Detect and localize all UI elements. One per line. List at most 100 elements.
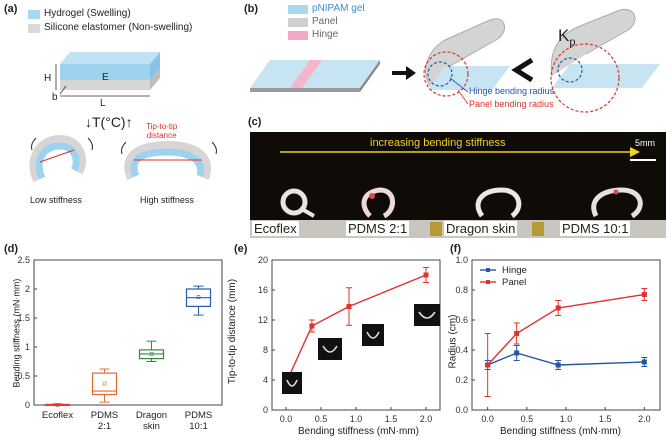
tip-distance-label: Tip-to-tip distance — [146, 122, 178, 140]
data-point — [641, 292, 647, 297]
y-tick-label: 1.0 — [455, 255, 468, 265]
low-stiffness-label: Low stiffness — [30, 195, 82, 205]
y-tick-label: 20 — [258, 255, 268, 265]
y-tick-label: 1 — [25, 342, 30, 352]
series-line — [487, 352, 645, 366]
xlabel-e: Bending stiffness (mN·mm) — [298, 426, 419, 437]
scale-bar-label: 5mm — [635, 138, 655, 148]
hinge-diagram — [250, 8, 660, 113]
box-mean — [55, 403, 60, 407]
inset-specimen — [418, 311, 436, 319]
temperature-label: ↓T(°C)↑ — [85, 114, 133, 130]
data-point — [555, 362, 561, 368]
dim-b: b — [52, 92, 58, 103]
hinge-radius-label: Hinge bending radius — [469, 86, 555, 96]
legend-silicone-swatch — [28, 24, 40, 33]
inset-specimen — [286, 379, 298, 387]
legend-hinge-swatch — [288, 31, 308, 40]
panel-radius-label: Panel bending radius — [469, 99, 554, 109]
data-point — [346, 304, 352, 309]
data-point — [423, 272, 429, 278]
kp-label: Kp — [558, 26, 575, 48]
box-mean — [196, 295, 201, 299]
panel-b: (b) pNIPAM gel Panel Hinge Kp Hinge bend… — [240, 0, 668, 115]
legend-label: Panel — [502, 277, 526, 288]
x-tick-label: 1.5 — [599, 414, 612, 424]
inset-specimen — [322, 345, 338, 353]
x-category-label: Ecoflex — [42, 410, 73, 421]
panel-b-label: (b) — [244, 3, 259, 15]
legend-pnipam-swatch — [288, 5, 308, 14]
panel-a: (a) Hydrogel (Swelling) Silicone elastom… — [0, 0, 240, 228]
inset-photo — [282, 372, 302, 394]
legend-marker — [486, 280, 490, 284]
high-stiffness-label: High stiffness — [140, 195, 194, 205]
x-tick-label: 0.0 — [481, 414, 494, 424]
x-tick-label: 0.5 — [521, 414, 534, 424]
legend-marker — [486, 268, 490, 272]
legend-hydrogel: Hydrogel (Swelling) — [44, 8, 131, 19]
y-tick-label: 12 — [258, 315, 268, 325]
dim-e: E — [102, 72, 109, 83]
x-tick-label: 1.0 — [350, 414, 363, 424]
sample-ecoflex: Ecoflex — [252, 221, 299, 236]
x-category-label: skin — [143, 421, 160, 432]
x-tick-label: 2.0 — [420, 414, 433, 424]
y-tick-label: 4 — [263, 375, 268, 385]
ylabel-d: Bending stiffness (mN·mm) — [11, 278, 22, 388]
legend-pnipam: pNIPAM gel — [312, 3, 365, 14]
x-category-label: Dragon — [136, 410, 167, 421]
y-tick-label: 0 — [263, 405, 268, 415]
y-tick-label: 0.0 — [455, 405, 468, 415]
y-tick-label: 0.5 — [17, 371, 30, 381]
x-tick-label: 1.0 — [560, 414, 573, 424]
legend-silicone: Silicone elastomer (Non-swelling) — [44, 22, 193, 33]
legend-panel: Panel — [312, 16, 338, 27]
series-line — [285, 274, 427, 384]
x-category-label: PDMS — [185, 410, 212, 421]
legend-hinge: Hinge — [312, 29, 339, 40]
inset-photo — [414, 304, 440, 326]
ylabel-e: Tip-to-tip distance (mm) — [227, 278, 239, 385]
x-category-label: 10:1 — [189, 421, 208, 432]
xlabel-f: Bending stiffness (mN·mm) — [500, 426, 621, 437]
data-point — [485, 362, 491, 368]
legend-label: Hinge — [502, 265, 527, 276]
panel-d-label: (d) — [4, 243, 19, 255]
series-line — [487, 293, 645, 366]
y-tick-label: 1.5 — [17, 313, 30, 323]
x-tick-label: 1.5 — [385, 414, 398, 424]
y-tick-label: 0.4 — [455, 345, 468, 355]
legend-panel-swatch — [288, 18, 308, 27]
dim-h: H — [44, 73, 52, 84]
inset-photo — [318, 338, 342, 360]
box-mean — [102, 381, 107, 386]
kp-text: K — [558, 26, 570, 45]
data-point — [514, 331, 520, 336]
data-point — [641, 359, 647, 365]
box — [91, 372, 118, 396]
x-tick-label: 0.0 — [280, 414, 293, 424]
legend-hydrogel-swatch — [28, 10, 40, 19]
y-tick-label: 0.8 — [455, 285, 468, 295]
y-tick-label: 8 — [263, 345, 268, 355]
panel-a-label: (a) — [4, 3, 18, 15]
y-tick-label: 0 — [25, 400, 30, 410]
box-mean — [149, 352, 154, 356]
x-tick-label: 0.5 — [315, 414, 328, 424]
plot-frame — [33, 259, 223, 406]
panel-c-label: (c) — [248, 116, 262, 128]
kp-subscript: p — [569, 36, 576, 49]
photo: 5mm increasing bending stiffness Ecoflex… — [250, 132, 666, 238]
sample-pdms-10-1: PDMS 10:1 — [560, 221, 631, 236]
panel-f-label: (f) — [450, 243, 461, 255]
panel-e-label: (e) — [234, 243, 248, 255]
inset-specimen — [366, 331, 380, 339]
bilayer-diagram — [29, 52, 217, 183]
x-category-label: PDMS — [91, 410, 118, 421]
